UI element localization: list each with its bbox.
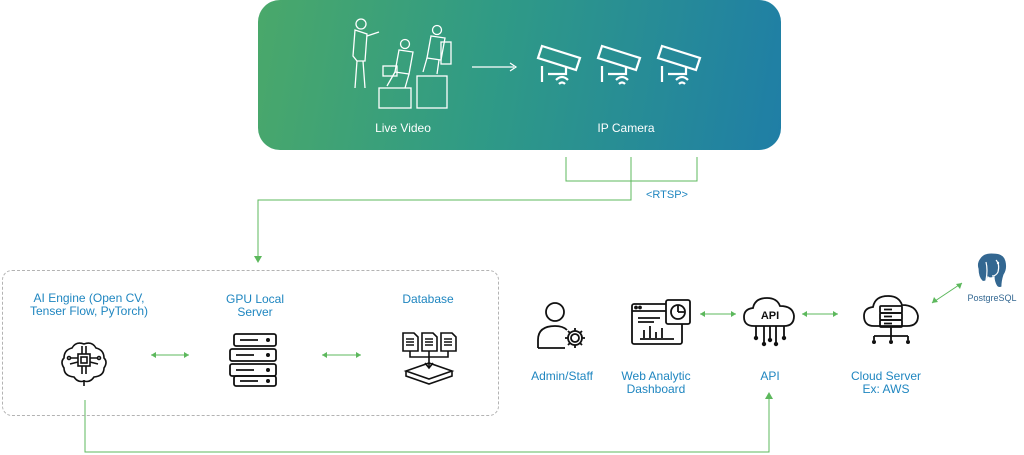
server-rack-icon	[229, 333, 277, 387]
api-label: API	[760, 369, 780, 383]
ip-camera-icon	[656, 44, 702, 85]
cloud-server-label-line2: Ex: AWS	[862, 382, 910, 396]
ai-engine-label-line2: Tenser Flow, PyTorch)	[29, 304, 149, 318]
live-video-label: Live Video	[375, 121, 431, 135]
video-to-camera-arrow	[472, 62, 518, 72]
gpu-server-label-line1: GPU Local	[225, 292, 285, 306]
cloud-server-label-line1: Cloud Server	[850, 369, 922, 383]
gpu-server-label-line2: Server	[237, 305, 273, 319]
ip-camera-icon	[536, 44, 582, 85]
postgresql-label: PostgreSQL	[967, 293, 1017, 303]
dashboard-label-line2: Dashboard	[626, 382, 686, 396]
ip-camera-label: IP Camera	[597, 121, 655, 135]
ip-camera-icon	[596, 44, 642, 85]
ai-brain-chip-icon	[61, 342, 107, 386]
local-server-group	[2, 270, 499, 416]
api-icon-text: API	[761, 310, 779, 322]
database-label: Database	[402, 292, 454, 306]
video-source-panel: Live Video IP Camera	[258, 0, 781, 150]
dashboard-label-line1: Web Analytic	[621, 369, 691, 383]
ai-engine-label-line1: AI Engine (Open CV,	[33, 291, 145, 305]
people-working-illustration	[352, 18, 452, 109]
cloud-server-icon	[863, 295, 919, 344]
analytics-dashboard-icon	[631, 299, 691, 345]
api-cloud-icon: API	[743, 297, 795, 347]
database-documents-icon	[402, 332, 457, 385]
admin-user-gear-icon	[537, 302, 585, 349]
admin-staff-label: Admin/Staff	[531, 369, 593, 383]
rtsp-label: <RTSP>	[646, 189, 688, 201]
postgresql-elephant-logo	[976, 252, 1008, 289]
